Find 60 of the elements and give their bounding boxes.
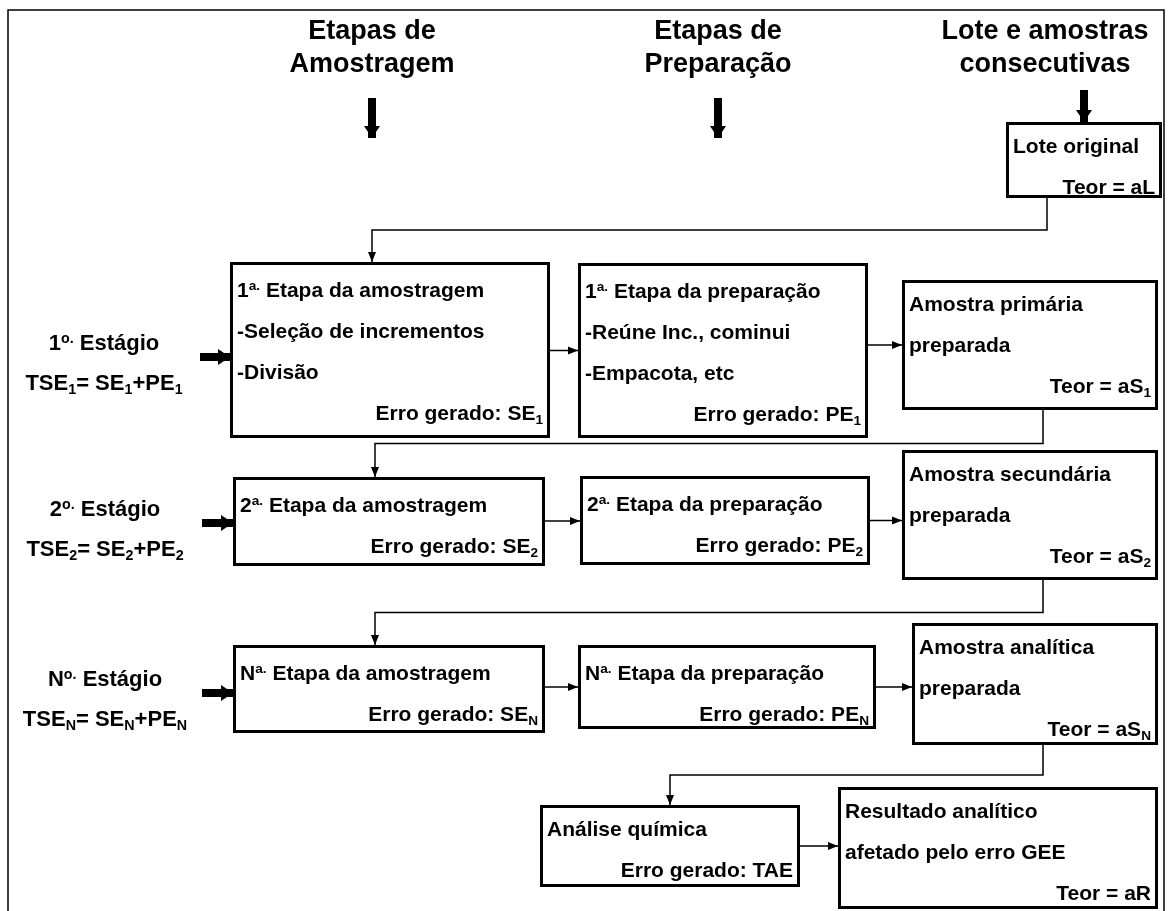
arrow [371,579,1044,646]
arrow [368,197,1048,263]
box-result: Teor = aR [1056,881,1151,904]
heading-text: Etapas de Amostragem [289,15,455,78]
box-result: Erro gerado: PE$_{N}$ [699,701,869,725]
arrow [875,683,913,691]
stage-name: 1$^{o.}$ Estágio [48,330,160,356]
arrow [799,842,839,850]
stage-name: 2$^{o.}$ Estágio [49,496,161,522]
process-box [1006,122,1162,198]
box-title: Resultado analítico afetado pelo erro GEE [845,799,1066,863]
heading-text: Etapas de Preparação [644,15,792,78]
box-title: N$^{a.}$ Etapa da amostragem [240,660,491,684]
process-box [912,623,1158,745]
box-result: Erro gerado: SE$_{2}$ [370,533,538,557]
process-box [578,263,868,438]
stage-name: N$^{o.}$ Estágio [47,666,163,692]
process-box [540,805,800,887]
error-formula: TSE$_{2}$= SE$_{2}$+PE$_{2}$ [26,536,184,562]
box-title: Amostra primária preparada [909,292,1083,356]
box-title: N$^{a.}$ Etapa da preparação [585,660,824,684]
heading-text: Lote e amostras consecutivas [941,15,1149,78]
arrow [666,744,1044,806]
box-title: 2$^{a.}$ Etapa da amostragem [240,492,488,516]
arrow [549,346,579,355]
box-result: Teor = aL [1062,175,1155,198]
box-title: 2$^{a.}$ Etapa da preparação [587,491,823,515]
process-box [230,262,550,438]
arrow [867,341,903,349]
box-title: 1$^{a.}$ Etapa da amostragem [237,277,485,301]
box-title: Lote original [1013,134,1139,157]
arrow [544,683,579,691]
box-result: Teor = aS$_{N}$ [1047,717,1151,740]
box-result: Teor = aS$_{1}$ [1049,374,1151,397]
box-result: Erro gerado: TAE [620,858,793,881]
arrow [544,517,581,525]
process-box [838,787,1158,909]
box-result: Erro gerado: PE$_{2}$ [695,532,863,556]
process-box [902,450,1158,580]
box-title: Amostra secundária preparada [909,462,1111,526]
box-result: Erro gerado: PE$_{1}$ [693,401,861,425]
error-formula: TSE$_{N}$= SE$_{N}$+PE$_{N}$ [22,706,188,732]
process-box [233,477,545,566]
error-formula: TSE$_{1}$= SE$_{1}$+PE$_{1}$ [25,370,183,396]
box-title: Amostra analítica preparada [919,635,1095,699]
box-item: -Empacota, etc [585,360,735,384]
box-title: 1$^{a.}$ Etapa da preparação [585,278,821,302]
process-box [580,476,870,565]
box-title: Análise química [547,817,707,840]
box-item: -Seleção de incrementos [237,318,485,342]
box-item: -Divisão [237,359,319,383]
box-result: Erro gerado: SE$_{N}$ [368,701,538,725]
arrow [869,516,903,525]
process-box [578,645,876,729]
box-result: Teor = aS$_{2}$ [1049,544,1151,567]
arrow [371,409,1044,478]
box-item: -Reúne Inc., cominui [585,319,791,343]
box-result: Erro gerado: SE$_{1}$ [375,400,543,424]
process-box [902,280,1158,410]
process-box [233,645,545,733]
